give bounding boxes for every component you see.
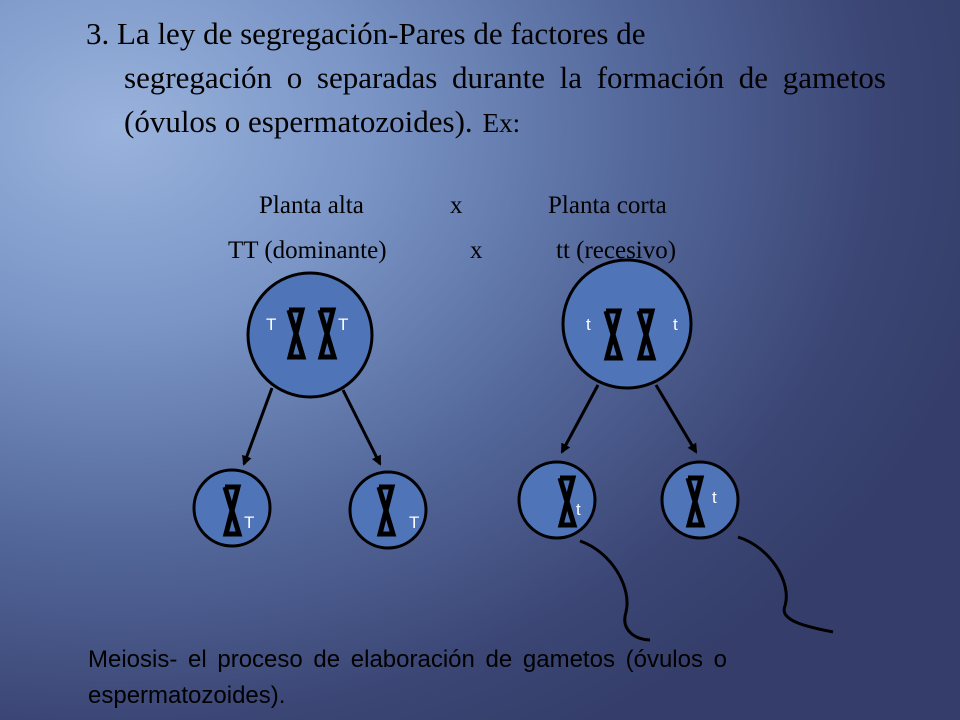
- allele-label: t: [673, 315, 678, 334]
- parent-cell-tall: [246, 271, 374, 399]
- law-title: La ley de segregación: [117, 16, 389, 51]
- allele-label: t: [576, 500, 581, 519]
- allele-label: t: [586, 315, 591, 334]
- chromosome-icon: [685, 475, 706, 528]
- chromosome-icon: [603, 308, 624, 361]
- chromosome-icon: [557, 475, 578, 528]
- meiosis-definition: Meiosis- el proceso de elaboración de ga…: [88, 642, 908, 714]
- heading: 3. La ley de segregación-Pares de factor…: [86, 12, 886, 145]
- gamete-cell-short-1: [517, 460, 597, 540]
- gamete-cell-short-2: [660, 460, 740, 540]
- heading-rest: segregación o separadas durante la forma…: [86, 56, 886, 145]
- chromosome-icon: [222, 484, 243, 537]
- short-plant-label: Planta corta: [548, 192, 667, 219]
- heading-number: 3.: [86, 16, 110, 51]
- sperm-tail-2: [737, 535, 834, 634]
- chromosome-icon: [376, 484, 397, 537]
- chromosome-icon: [286, 307, 307, 360]
- arrow-left-1: [242, 387, 274, 466]
- chromosome-icon: [317, 307, 338, 360]
- footer-text: Meiosis- el proceso de elaboración de ga…: [88, 646, 727, 709]
- arrow-left-2: [341, 389, 382, 466]
- chromosome-icon: [636, 308, 657, 361]
- sperm-tail-1: [579, 539, 651, 642]
- tall-genotype: TT (dominante): [228, 237, 387, 264]
- allele-label: t: [712, 488, 717, 507]
- cross-x-1: x: [450, 192, 463, 219]
- law-definition-rest: segregación o separadas durante la forma…: [124, 60, 886, 139]
- tall-plant-label: Planta alta: [259, 192, 364, 219]
- arrow-right-2: [654, 384, 698, 454]
- parent-cell-short: [561, 258, 693, 390]
- allele-label: T: [244, 513, 254, 532]
- allele-label: T: [338, 315, 348, 334]
- cross-x-2: x: [470, 237, 483, 264]
- law-definition-start: -Pares de factores de: [388, 16, 646, 51]
- example-label: Ex:: [482, 108, 521, 138]
- arrow-right-1: [560, 384, 600, 454]
- allele-label: T: [409, 513, 419, 532]
- allele-label: T: [266, 315, 276, 334]
- heading-line-1: 3. La ley de segregación-Pares de factor…: [86, 12, 886, 56]
